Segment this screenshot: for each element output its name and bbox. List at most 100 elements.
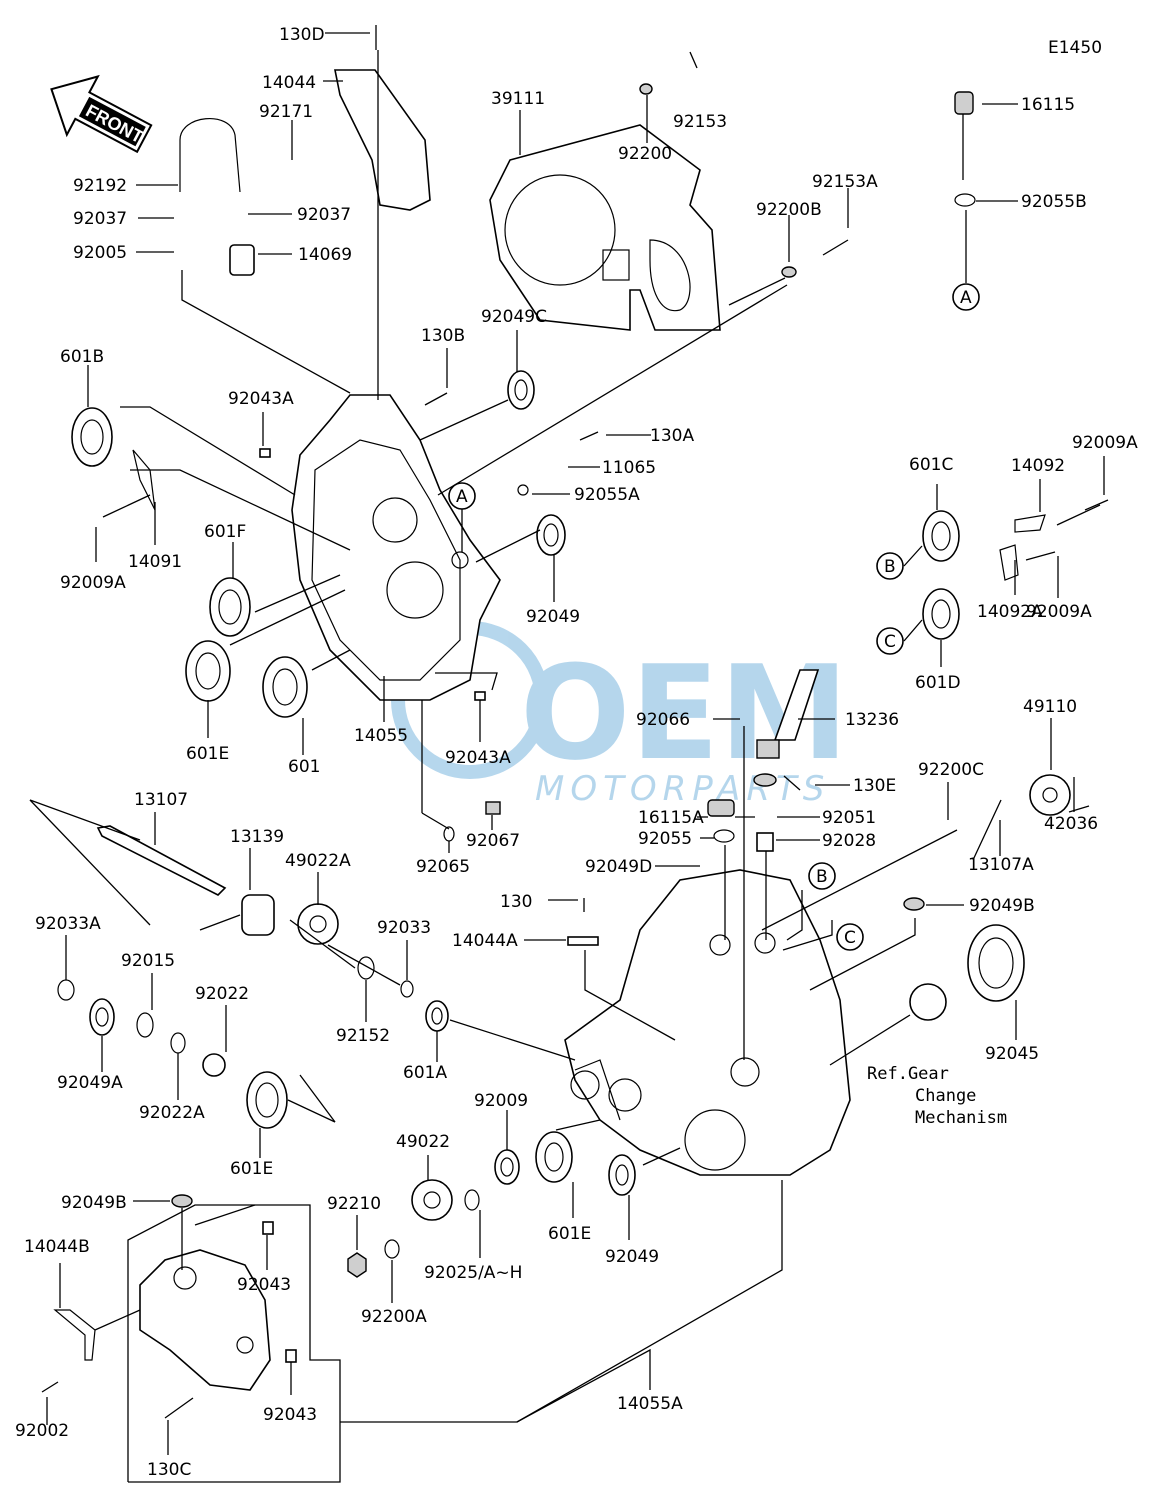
label-601D: 601D (915, 673, 961, 693)
ref-note-line-3: Mechanism (915, 1108, 1007, 1128)
front-arrow: FRONT (50, 74, 153, 154)
label-14044B: 14044B (24, 1237, 90, 1257)
label-92043A-top: 92043A (228, 389, 294, 409)
label-92037-right: 92037 (297, 205, 351, 225)
label-92055: 92055 (638, 829, 692, 849)
label-92005: 92005 (73, 243, 127, 263)
watermark-sub: MOTORPARTS (535, 769, 830, 809)
label-92022A: 92022A (139, 1103, 205, 1123)
label-14091: 14091 (128, 552, 182, 572)
ref-note: Ref.Gear Change Mechanism (867, 1064, 1007, 1128)
label-39111: 39111 (491, 89, 545, 109)
label-130E: 130E (853, 776, 896, 796)
label-92028: 92028 (822, 831, 876, 851)
label-49110: 49110 (1023, 697, 1077, 717)
marker-a-dipstick: A (960, 288, 972, 308)
gasket-39111 (489, 124, 721, 331)
label-92067: 92067 (466, 831, 520, 851)
cover-14055A-sub (139, 1249, 271, 1391)
label-130D: 130D (279, 25, 325, 45)
label-92065: 92065 (416, 857, 470, 877)
label-14092A: 14092A (977, 602, 1043, 622)
case-14055 (291, 394, 501, 701)
label-92049B-right: 92049B (969, 896, 1035, 916)
label-42036: 42036 (1044, 814, 1098, 834)
marker-c-case: C (844, 928, 856, 948)
label-92002: 92002 (15, 1421, 69, 1441)
label-14044A: 14044A (452, 931, 518, 951)
marker-a-case: A (456, 487, 468, 507)
label-92051: 92051 (822, 808, 876, 828)
label-130C: 130C (147, 1460, 191, 1480)
case-14055A (564, 869, 851, 1176)
label-14092: 14092 (1011, 456, 1065, 476)
label-601E-left: 601E (186, 744, 229, 764)
label-601A: 601A (403, 1063, 447, 1083)
label-601C: 601C (909, 455, 953, 475)
label-49022: 49022 (396, 1132, 450, 1152)
label-92025: 92025/A~H (424, 1263, 522, 1283)
label-92009A-left: 92009A (60, 573, 126, 593)
circle-markers: A A B C B C (448, 283, 980, 951)
label-130A: 130A (650, 426, 694, 446)
label-92055A: 92055A (574, 485, 640, 505)
label-13107: 13107 (134, 790, 188, 810)
label-92049A: 92049A (57, 1073, 123, 1093)
label-49022A: 49022A (285, 851, 351, 871)
leader-lines (29, 32, 1105, 1455)
label-92043-bottom: 92043 (263, 1405, 317, 1425)
label-601E-lower-left: 601E (230, 1159, 273, 1179)
label-92033: 92033 (377, 918, 431, 938)
label-92015: 92015 (121, 951, 175, 971)
label-14055: 14055 (354, 726, 408, 746)
label-92192: 92192 (73, 176, 127, 196)
label-92037-left: 92037 (73, 209, 127, 229)
label-92066: 92066 (636, 710, 690, 730)
diagram-code: E1450 (1048, 38, 1102, 58)
label-92009A-right-bottom: 92009A (1026, 602, 1092, 622)
label-13107A: 13107A (968, 855, 1034, 875)
label-13236: 13236 (845, 710, 899, 730)
label-92022: 92022 (195, 984, 249, 1004)
label-92049C: 92049C (481, 307, 547, 327)
label-92043A-bottom: 92043A (445, 748, 511, 768)
label-14069: 14069 (298, 245, 352, 265)
label-92200A: 92200A (361, 1307, 427, 1327)
part-labels: 130D 14044 92171 92192 92037 92037 92005… (15, 25, 1138, 1480)
label-14055A: 14055A (617, 1394, 683, 1414)
label-92200C: 92200C (918, 760, 984, 780)
label-92210: 92210 (327, 1194, 381, 1214)
label-16115: 16115 (1021, 95, 1075, 115)
marker-b-601c: B (884, 557, 896, 577)
label-92200B: 92200B (756, 200, 822, 220)
label-92153A: 92153A (812, 172, 878, 192)
label-92009A-right-top: 92009A (1072, 433, 1138, 453)
label-601E-lower-right: 601E (548, 1224, 591, 1244)
label-92033A: 92033A (35, 914, 101, 934)
label-601F: 601F (204, 522, 246, 542)
label-92009: 92009 (474, 1091, 528, 1111)
label-92045: 92045 (985, 1044, 1039, 1064)
label-11065: 11065 (602, 458, 656, 478)
label-92171: 92171 (259, 102, 313, 122)
label-92200: 92200 (618, 144, 672, 164)
ref-note-line-1: Ref.Gear (867, 1064, 949, 1084)
label-601: 601 (288, 757, 320, 777)
part-shapes (41, 25, 1109, 1419)
label-130B: 130B (421, 326, 465, 346)
label-92049D: 92049D (585, 857, 652, 877)
cover-group-box (127, 1204, 341, 1483)
label-92043-top: 92043 (237, 1275, 291, 1295)
label-92049-lower: 92049 (605, 1247, 659, 1267)
label-92152: 92152 (336, 1026, 390, 1046)
label-92049B-left: 92049B (61, 1193, 127, 1213)
label-92153: 92153 (673, 112, 727, 132)
label-601B: 601B (60, 347, 104, 367)
label-92049-upper: 92049 (526, 607, 580, 627)
ref-note-line-2: Change (915, 1086, 976, 1106)
marker-c-601d: C (884, 632, 896, 652)
label-14044: 14044 (262, 73, 316, 93)
label-16115A: 16115A (638, 808, 704, 828)
label-92055B: 92055B (1021, 192, 1087, 212)
